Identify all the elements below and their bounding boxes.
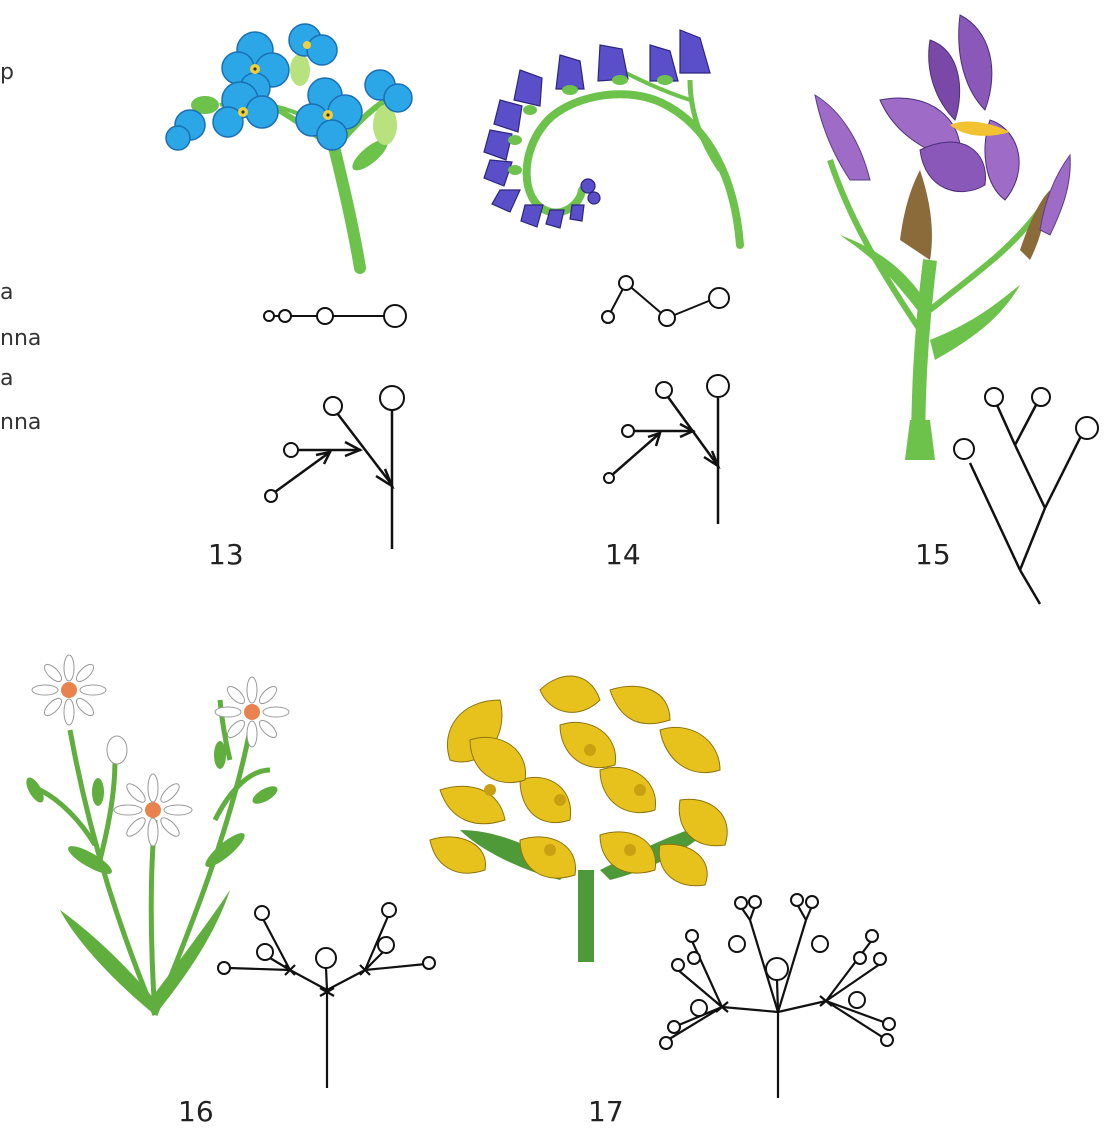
scheme-14-sequence (602, 276, 729, 326)
stitchwort-illustration (23, 655, 289, 1015)
scheme-15-branching (954, 388, 1098, 604)
scheme-16-branching (218, 903, 435, 1088)
scheme-13-branching (265, 386, 404, 549)
scheme-13-sequence (264, 305, 406, 327)
scheme-17-branching (660, 894, 895, 1098)
forget-me-not-illustration (166, 24, 412, 268)
spurge-illustration (430, 676, 727, 962)
comfrey-illustration (484, 30, 740, 245)
scheme-14-branching (604, 375, 729, 524)
